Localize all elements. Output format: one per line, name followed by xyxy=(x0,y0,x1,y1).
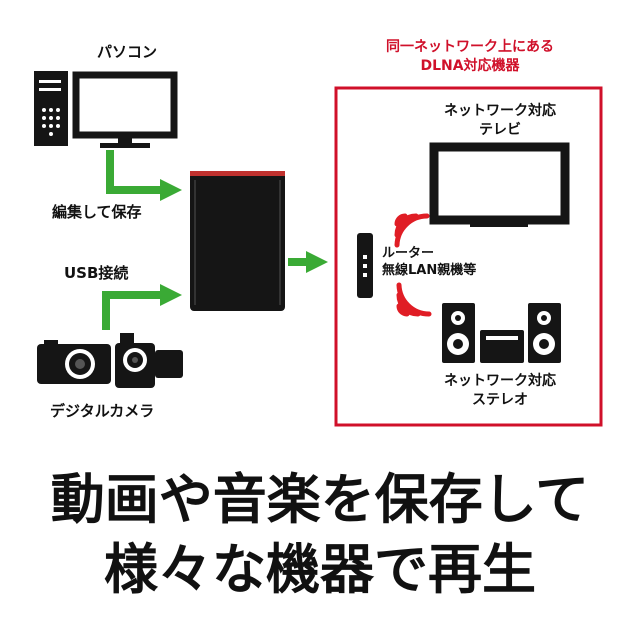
router-icon xyxy=(357,233,373,298)
arrow-camera-to-nas xyxy=(102,284,182,330)
arrow-pc-to-nas xyxy=(106,150,182,201)
headline-line1: 動画や音楽を保存して xyxy=(50,468,590,531)
dlna-header: 同一ネットワーク上にある DLNA対応機器 xyxy=(340,38,600,76)
stereo-icon xyxy=(442,303,561,363)
pc-label: パソコン xyxy=(96,43,157,61)
tv-label-line2: テレビ xyxy=(479,122,521,138)
pc-tower-icon xyxy=(34,71,68,146)
wifi-signal-up-icon xyxy=(394,213,430,248)
tv-label-line1: ネットワーク対応 xyxy=(444,103,556,119)
dlna-header-line2: DLNA対応機器 xyxy=(420,58,520,74)
wifi-signal-down-icon xyxy=(396,282,432,317)
save-label: 編集して保存 xyxy=(52,203,142,221)
dlna-frame xyxy=(334,86,603,427)
stereo-label-line1: ネットワーク対応 xyxy=(444,373,556,389)
camera-label: デジタルカメラ xyxy=(50,402,155,420)
dlna-header-line1: 同一ネットワーク上にある xyxy=(386,39,554,55)
monitor-icon xyxy=(72,71,178,148)
router-label: ルーター 無線LAN親機等 xyxy=(382,245,476,279)
headline-line2: 様々な機器で再生 xyxy=(104,538,536,601)
router-label-line1: ルーター xyxy=(382,246,435,261)
tv-label: ネットワーク対応 テレビ xyxy=(425,102,575,140)
compact-camera-icon xyxy=(37,340,111,384)
router-label-line2: 無線LAN親機等 xyxy=(382,263,477,278)
video-camera-icon xyxy=(115,333,183,388)
usb-label: USB接続 xyxy=(64,264,129,282)
stereo-label-line2: ステレオ xyxy=(472,392,528,408)
stereo-label: ネットワーク対応 ステレオ xyxy=(425,372,575,410)
nas-device-icon xyxy=(190,171,285,311)
tv-icon xyxy=(429,142,570,227)
arrow-nas-to-dlna xyxy=(288,251,328,273)
